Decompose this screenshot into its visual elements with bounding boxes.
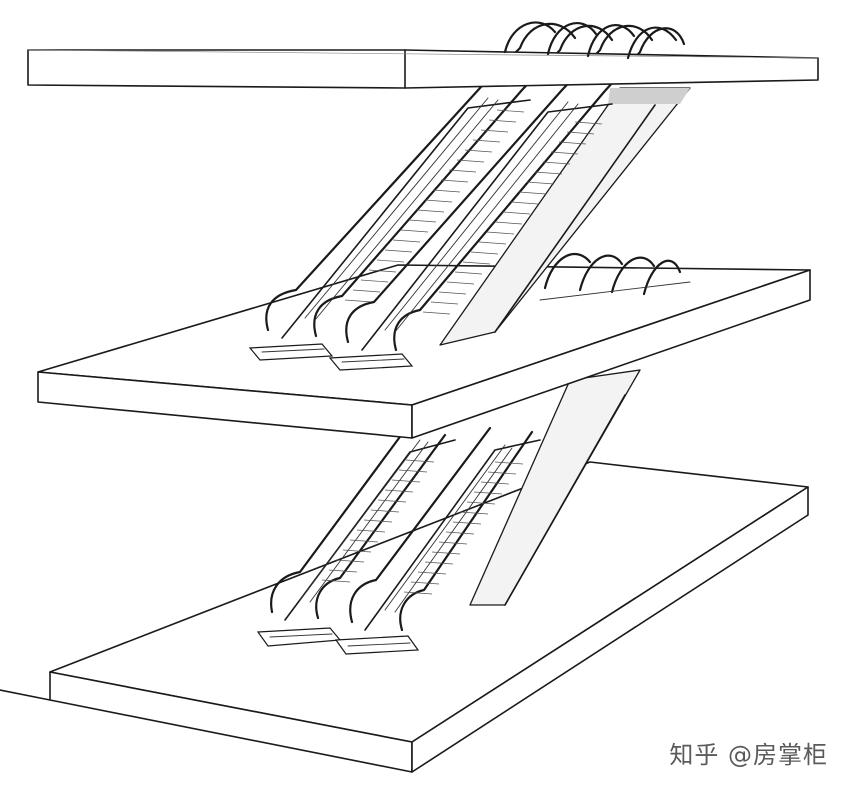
upper-flight-top-landing xyxy=(503,21,678,60)
top-floor-slab xyxy=(27,49,819,89)
upper-escalator-right xyxy=(328,24,686,371)
lower-flight-truss xyxy=(469,369,641,606)
lower-escalator-left xyxy=(256,428,456,647)
lower-escalator-right xyxy=(334,426,541,655)
lower-flight-top-landing xyxy=(539,252,691,301)
middle-floor-slab xyxy=(37,264,811,439)
bottom-floor-slab xyxy=(0,461,809,773)
watermark-text: 知乎 @房掌柜 xyxy=(669,741,828,769)
